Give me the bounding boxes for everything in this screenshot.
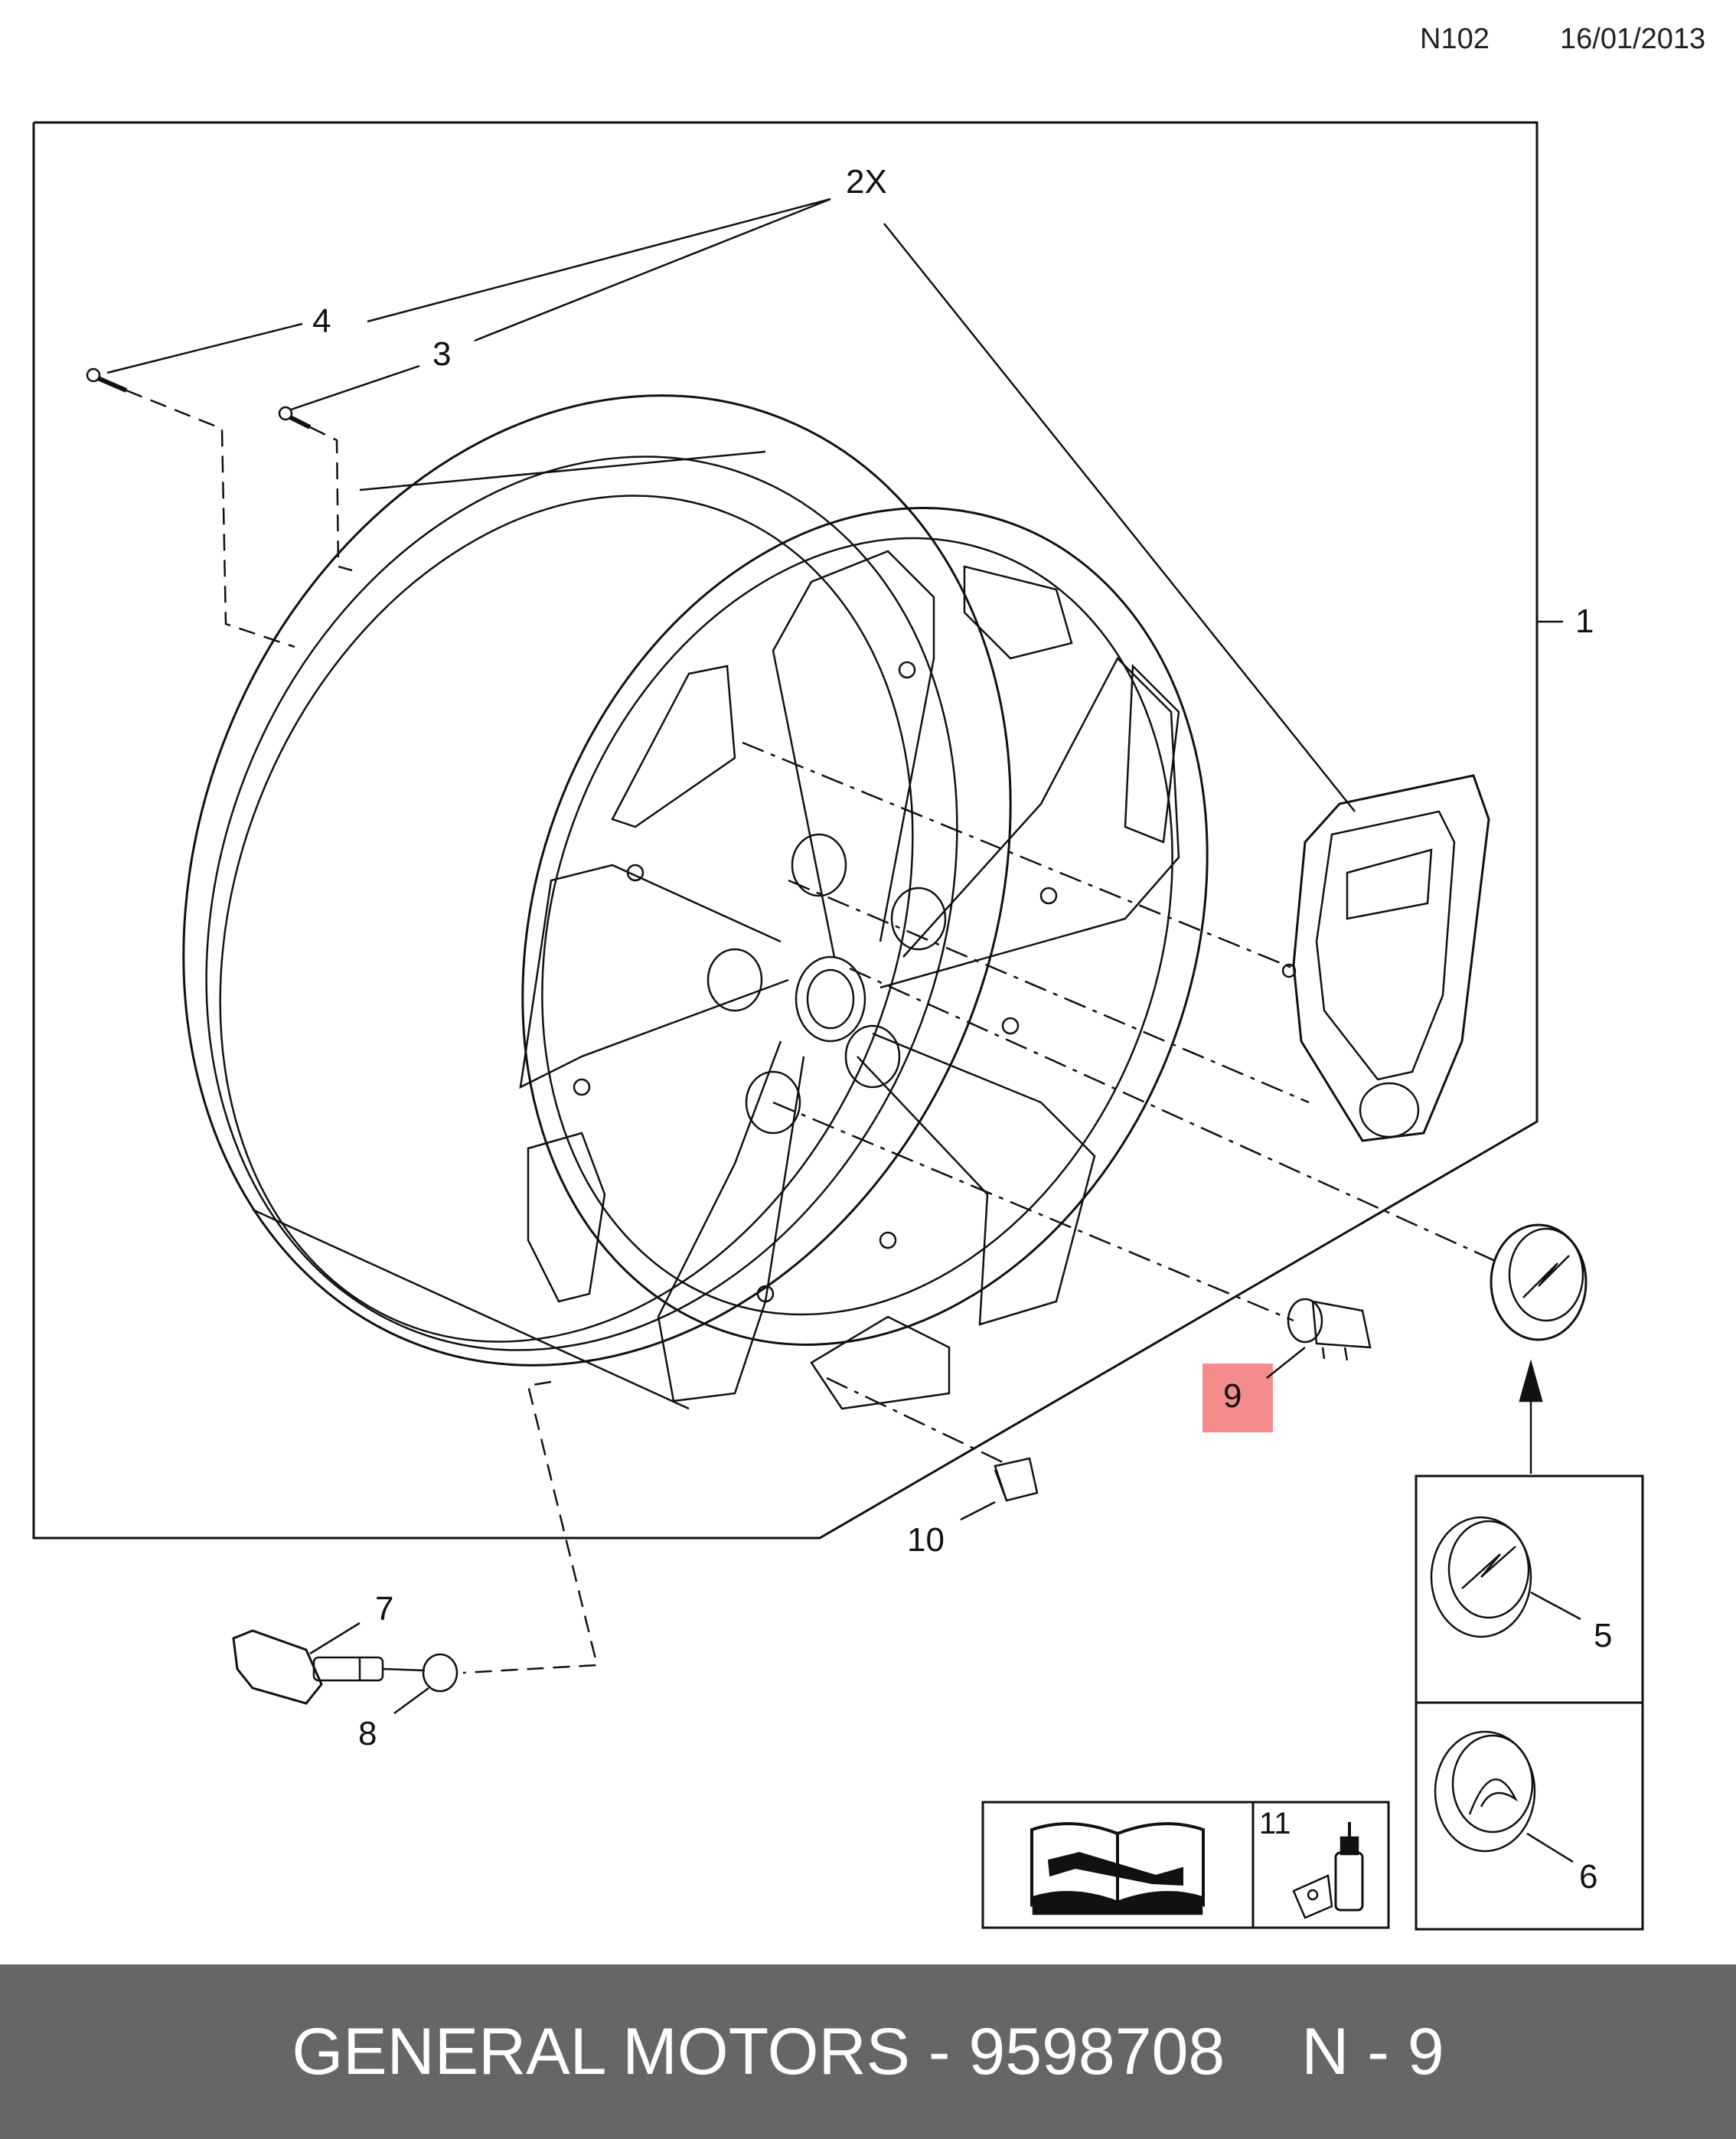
- callout-10: 10: [907, 1521, 945, 1559]
- manual-book-icon: [1032, 1824, 1203, 1914]
- footer-separator: -: [928, 2014, 951, 2088]
- highlight-part-9: [1202, 1363, 1273, 1432]
- wheel-rim-icon: [41, 270, 1320, 1491]
- footer-bar: GENERAL MOTORS - 9598708 N - 9: [0, 1964, 1736, 2139]
- balance-weight-icon: [995, 1458, 1037, 1501]
- center-cap-icon: [1435, 1732, 1535, 1851]
- callout-5: 5: [1594, 1617, 1613, 1654]
- callout-11: 11: [1259, 1807, 1291, 1840]
- callout-3: 3: [432, 335, 452, 373]
- center-cap-icon: [1431, 1517, 1531, 1637]
- screw-icon: [87, 369, 310, 427]
- callout-7: 7: [375, 1590, 394, 1628]
- wheel-bolt-icon: [1288, 1299, 1370, 1360]
- manual-box: [983, 1802, 1388, 1928]
- callout-2x: 2X: [846, 163, 887, 201]
- adhesive-bottle-icon: [1294, 1822, 1362, 1918]
- footer-ref: N - 9: [1301, 2014, 1444, 2088]
- callout-4: 4: [312, 302, 331, 340]
- footer-brand: GENERAL MOTORS: [292, 2014, 910, 2088]
- callout-6: 6: [1579, 1858, 1598, 1896]
- callout-9: 9: [1223, 1377, 1242, 1415]
- diagram-date: 16/01/2013: [1560, 23, 1706, 55]
- diagram-code: N102: [1420, 23, 1490, 55]
- tire-pressure-sensor-icon: [233, 1631, 383, 1703]
- footer-part-number: 9598708: [968, 2014, 1225, 2088]
- callout-8: 8: [358, 1715, 377, 1752]
- trim-insert-icon: [1283, 776, 1489, 1141]
- callout-1: 1: [1575, 603, 1594, 640]
- center-cap-icon: [1491, 1225, 1586, 1340]
- valve-icon: [383, 1654, 457, 1691]
- assembly-boundary: [34, 122, 1537, 1538]
